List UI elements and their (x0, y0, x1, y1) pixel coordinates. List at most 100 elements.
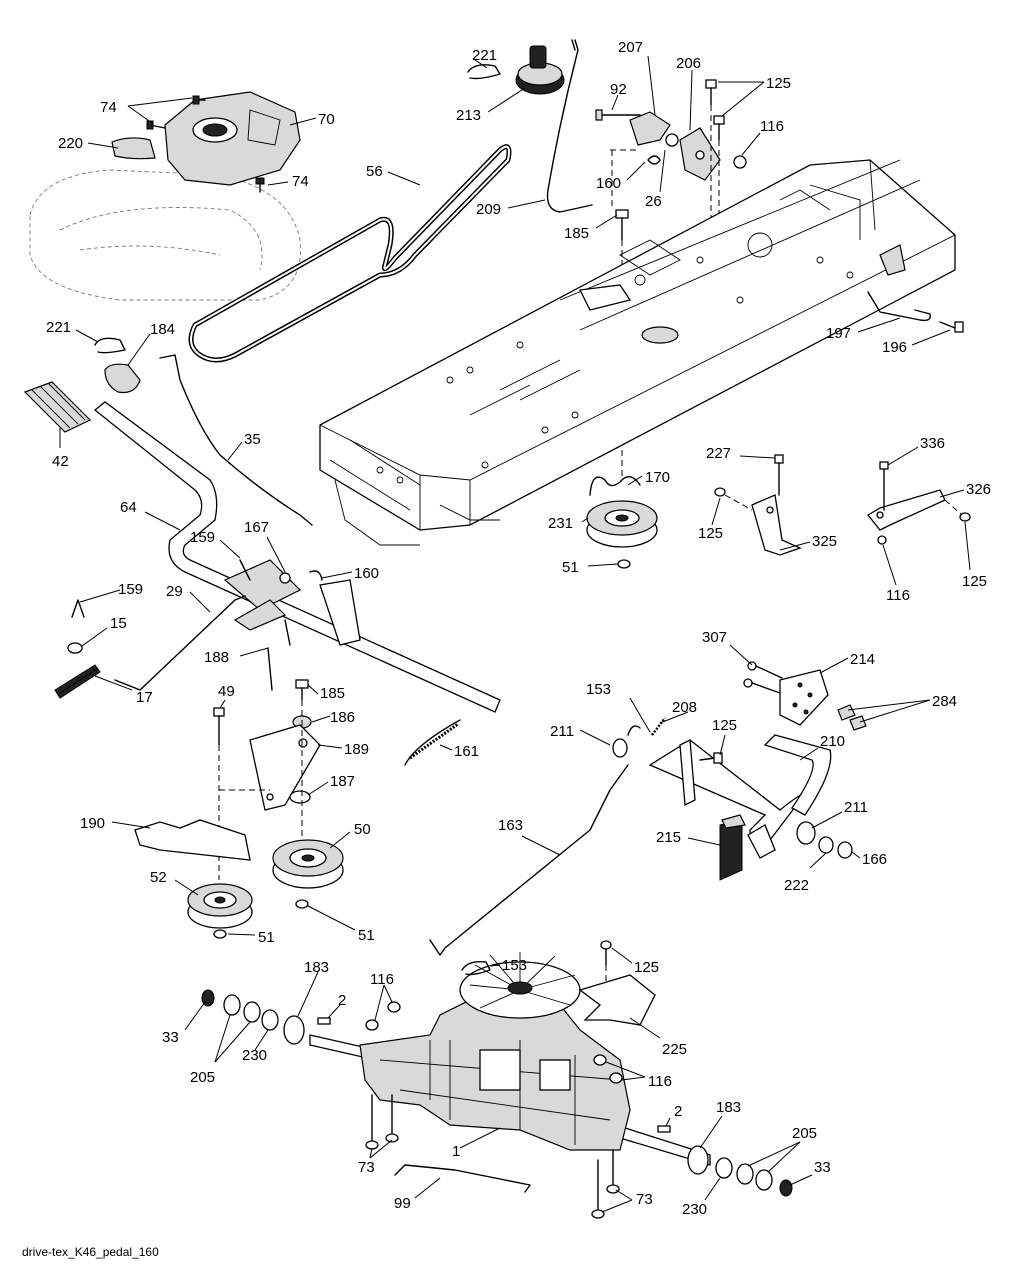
main-control-shaft (93, 401, 501, 713)
callout-33-right: 33 (814, 1159, 831, 1176)
callout-74-bottom: 74 (292, 173, 309, 190)
right-axle-parts (657, 1125, 793, 1197)
pulley-52 (187, 883, 253, 929)
hairpin-221-left (94, 337, 126, 354)
pulley-50 (272, 839, 344, 889)
callout-159-left: 159 (118, 581, 143, 598)
nut-51-left (213, 929, 227, 939)
callout-230-left: 230 (242, 1047, 267, 1064)
callout-92: 92 (610, 81, 627, 98)
seat-pad (111, 137, 156, 160)
cotter-159 (71, 599, 85, 618)
callout-125-top: 125 (766, 75, 791, 92)
callout-1: 1 (452, 1143, 460, 1160)
callout-208: 208 (672, 699, 697, 716)
spring-17 (54, 664, 101, 699)
callout-211-upper: 211 (550, 723, 574, 740)
callout-190: 190 (80, 815, 105, 832)
callout-215: 215 (656, 829, 681, 846)
callout-29: 29 (166, 583, 183, 600)
callout-125-right: 125 (962, 573, 987, 590)
callout-185-top: 185 (564, 225, 589, 242)
callout-220: 220 (58, 135, 83, 152)
callout-153-lower: 153 (502, 957, 527, 974)
callout-116-right: 116 (886, 587, 910, 604)
callout-284: 284 (932, 693, 957, 710)
callout-51-left: 51 (258, 929, 275, 946)
rod-29 (114, 595, 246, 691)
callout-116-lower-right: 116 (648, 1073, 672, 1090)
bracket-326 (867, 461, 971, 545)
callout-160-top: 160 (596, 175, 621, 192)
pedal-rod-163 (429, 764, 629, 956)
callout-207: 207 (618, 39, 643, 56)
drawing-caption: drive-tex_K46_pedal_160 (22, 1245, 159, 1259)
callout-15: 15 (110, 615, 127, 632)
pedal-linkage (223, 559, 361, 646)
steering-console (164, 91, 301, 186)
callout-184: 184 (150, 321, 175, 338)
callout-225: 225 (662, 1041, 687, 1058)
transaxle-nuts-116 (365, 1001, 623, 1084)
callout-160-mid: 160 (354, 565, 379, 582)
callout-307: 307 (702, 629, 727, 646)
rear-hitch-rod (867, 291, 931, 322)
control-knob (515, 45, 565, 95)
callout-163: 163 (498, 817, 523, 834)
leader-lines (59, 55, 971, 1213)
callout-73-right: 73 (636, 1191, 653, 1208)
hairpin-clip (467, 64, 501, 80)
callout-186: 186 (330, 709, 355, 726)
callout-125-mid: 125 (698, 525, 723, 542)
callout-159-upper: 159 (190, 529, 215, 546)
callout-222: 222 (784, 877, 809, 894)
pedal-washers (796, 821, 853, 859)
tractor-frame (319, 159, 956, 546)
clip-153-lower (461, 960, 491, 976)
callout-33-left: 33 (162, 1029, 179, 1046)
callout-2-left: 2 (338, 992, 346, 1009)
callout-50: 50 (354, 821, 371, 838)
console-screws (146, 95, 265, 193)
nut-51-top (617, 559, 631, 569)
washer-15 (67, 642, 83, 654)
callout-197: 197 (826, 325, 851, 342)
pedal-assembly-210 (612, 717, 832, 859)
lever-knob-184 (104, 363, 141, 394)
callout-51-top: 51 (562, 559, 579, 576)
belt-guard-190 (134, 819, 251, 861)
callout-52: 52 (150, 869, 167, 886)
seat-outline (29, 169, 301, 301)
callout-166: 166 (862, 851, 887, 868)
lift-lever-rod (546, 39, 593, 213)
callout-73-left: 73 (358, 1159, 375, 1176)
transaxle-bolts-73 (365, 1094, 620, 1219)
callout-70: 70 (318, 111, 335, 128)
callout-187: 187 (330, 773, 355, 790)
callout-161: 161 (454, 743, 479, 760)
callout-211-lower: 211 (844, 799, 868, 816)
callout-170: 170 (645, 469, 670, 486)
callout-17: 17 (136, 689, 153, 706)
bolts-top (705, 79, 747, 169)
rod-99 (394, 1164, 531, 1193)
callout-196: 196 (882, 339, 907, 356)
callout-185-mid: 185 (320, 685, 345, 702)
callout-209: 209 (476, 201, 501, 218)
callout-42: 42 (52, 453, 69, 470)
callout-230-right: 230 (682, 1201, 707, 1218)
callout-116-top: 116 (760, 118, 784, 135)
callout-231: 231 (548, 515, 573, 532)
callout-labels: 221 213 74 70 220 74 56 207 206 125 92 1… (46, 39, 991, 1218)
bracket-325 (714, 454, 802, 556)
callout-183-left: 183 (304, 959, 329, 976)
callout-205-left: 205 (190, 1069, 215, 1086)
callout-205-right: 205 (792, 1125, 817, 1142)
callout-51-mid: 51 (358, 927, 375, 944)
callout-189: 189 (344, 741, 369, 758)
bolt-125-lower (600, 940, 612, 966)
pedal-cover-215 (719, 814, 746, 881)
callout-183-right: 183 (716, 1099, 741, 1116)
callout-116-lower-left: 116 (370, 971, 394, 988)
